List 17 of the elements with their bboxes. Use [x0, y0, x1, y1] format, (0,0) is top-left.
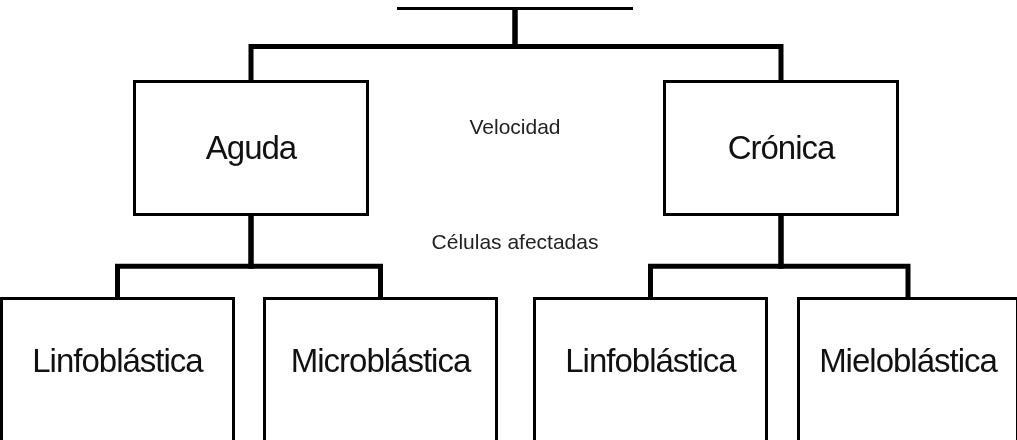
connector-line	[248, 216, 383, 297]
category-box	[533, 297, 768, 440]
box-label: Microblástica	[290, 342, 471, 380]
connector-line	[778, 216, 911, 297]
box-label: Linfoblástica	[565, 342, 736, 380]
box-label: Linfoblástica	[32, 342, 203, 380]
box-label: Aguda	[205, 129, 297, 167]
level-label: Células afectadas	[431, 230, 599, 254]
category-box	[133, 80, 369, 216]
level-label: Velocidad	[469, 115, 561, 139]
category-box	[797, 297, 1017, 440]
connector-line	[512, 10, 784, 80]
category-box	[263, 297, 498, 440]
category-box	[0, 297, 235, 440]
box-label: Mieloblástica	[819, 342, 997, 380]
box-label: Crónica	[727, 129, 835, 167]
category-box	[663, 80, 899, 216]
